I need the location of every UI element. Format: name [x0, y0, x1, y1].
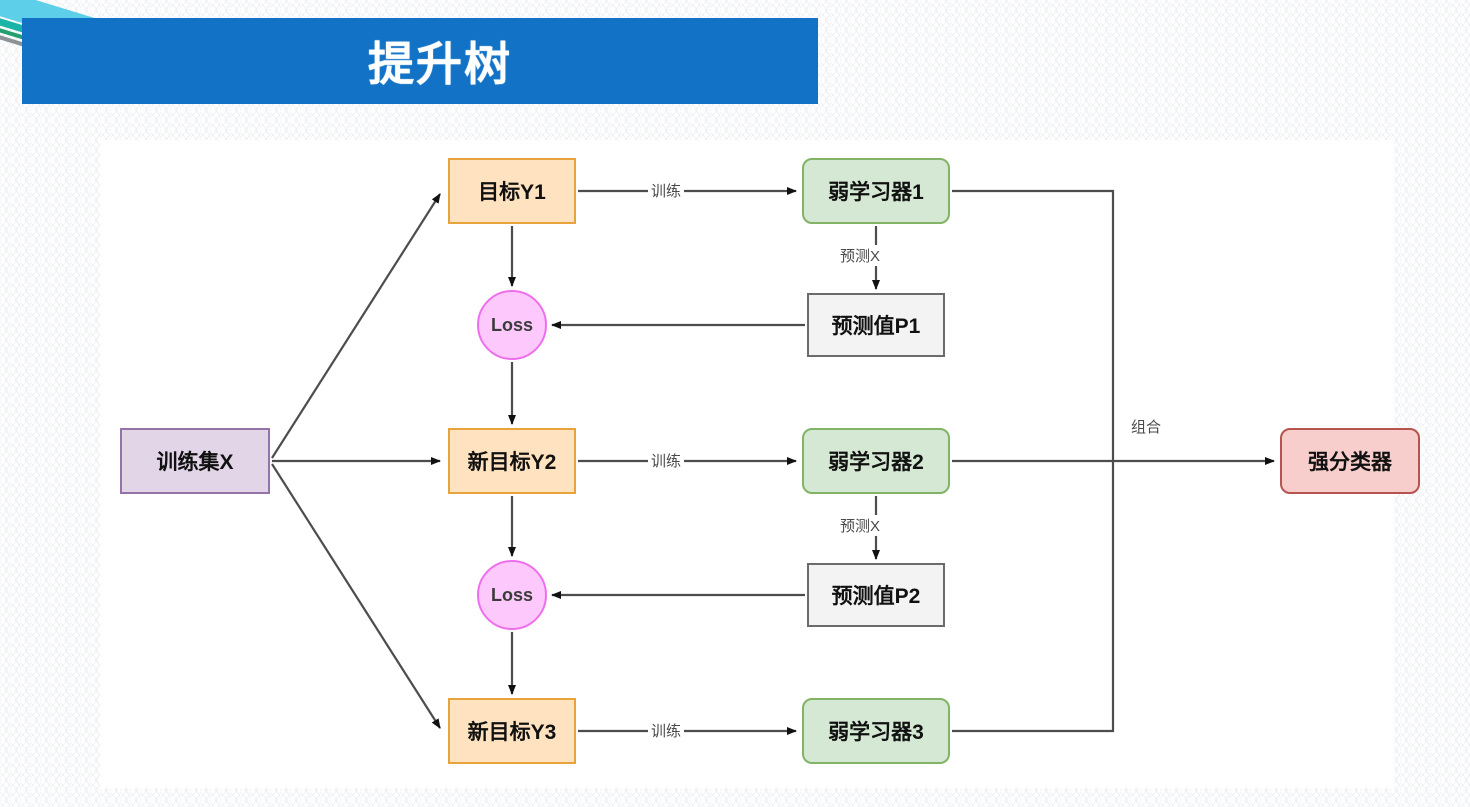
node-weak-learner-1[interactable]: 弱学习器1: [802, 158, 950, 224]
node-weak-learner-2[interactable]: 弱学习器2: [802, 428, 950, 494]
node-prediction-p2[interactable]: 预测值P2: [807, 563, 945, 627]
edge-label-predict-1: 预测X: [837, 245, 884, 266]
node-target-y1-label: 目标Y1: [478, 181, 546, 204]
edge-label-combine: 组合: [1131, 419, 1162, 436]
edge-dataset-to-y1: [271, 193, 441, 459]
diagram-canvas: 训练集X 目标Y1 新目标Y2 新目标Y3 Loss Loss 弱学习器1 弱学…: [100, 140, 1420, 788]
node-target-y3-label: 新目标Y3: [467, 721, 557, 744]
node-loss-1[interactable]: Loss: [477, 290, 547, 360]
node-target-y2[interactable]: 新目标Y2: [448, 428, 576, 494]
node-target-y3[interactable]: 新目标Y3: [448, 698, 576, 764]
node-dataset-label: 训练集X: [156, 451, 234, 474]
node-target-y1[interactable]: 目标Y1: [448, 158, 576, 224]
edge-label-train-1: 训练: [648, 180, 685, 201]
node-weak-learner-2-label: 弱学习器2: [828, 451, 924, 474]
node-dataset[interactable]: 训练集X: [120, 428, 270, 494]
edge-label-train-2: 训练: [648, 450, 685, 471]
node-loss-2-label: Loss: [490, 584, 533, 605]
title-banner: 提升树: [22, 18, 818, 104]
node-strong-classifier[interactable]: 强分类器: [1280, 428, 1420, 494]
edge-label-predict-2: 预测X: [837, 515, 884, 536]
edge-learner1-to-bus: [952, 189, 1115, 461]
edge-label-train-3: 训练: [648, 720, 685, 741]
node-prediction-p1[interactable]: 预测值P1: [807, 293, 945, 357]
edge-dataset-to-y3: [271, 463, 441, 729]
node-strong-classifier-label: 强分类器: [1308, 451, 1392, 474]
node-weak-learner-1-label: 弱学习器1: [828, 181, 924, 204]
page-title: 提升树: [368, 38, 512, 90]
node-weak-learner-3[interactable]: 弱学习器3: [802, 698, 950, 764]
node-target-y2-label: 新目标Y2: [467, 451, 557, 474]
edge-learner3-to-bus: [952, 461, 1115, 733]
diagram-edges: [271, 187, 1275, 735]
node-weak-learner-3-label: 弱学习器3: [828, 721, 924, 744]
node-prediction-p1-label: 预测值P1: [831, 315, 921, 338]
node-loss-2[interactable]: Loss: [477, 560, 547, 630]
node-prediction-p2-label: 预测值P2: [831, 585, 921, 608]
node-loss-1-label: Loss: [490, 314, 533, 335]
